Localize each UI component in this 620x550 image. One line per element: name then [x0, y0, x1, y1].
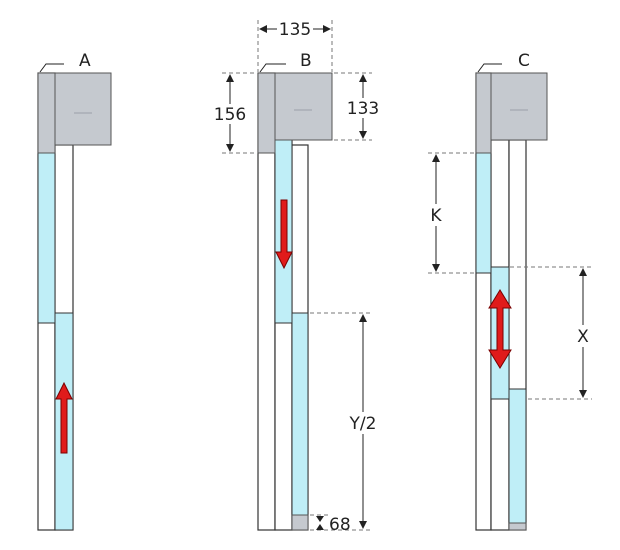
- column-a-casing-strip: [37, 72, 56, 154]
- column-b-casing-strip: [257, 72, 276, 154]
- column-b-leader: [259, 63, 286, 73]
- column-b-casing-head: [274, 72, 333, 141]
- bottom-arrow-down: [316, 516, 324, 522]
- column-c-lower-fill: [508, 388, 527, 524]
- bottom-dimension-label: 68: [329, 515, 351, 535]
- column-b: B 135 156 133 Y/2 68: [211, 20, 384, 535]
- bottom-arrow-up: [316, 524, 324, 530]
- column-b-label: B: [300, 51, 312, 71]
- column-a-casing-head: [54, 72, 112, 146]
- column-b-lower-fill: [291, 312, 309, 516]
- height-left-label-bg: [211, 104, 249, 124]
- double-arrow: [488, 289, 512, 369]
- travel-dimension-label: X: [577, 327, 589, 347]
- up-arrow: [55, 381, 73, 454]
- column-b-bottom-plug: [291, 514, 309, 531]
- column-a-label: A: [79, 51, 91, 71]
- half-travel-label-bg: [342, 412, 384, 434]
- column-a-upper-fill: [37, 152, 56, 324]
- down-arrow: [275, 199, 293, 270]
- column-c-bottom-plug: [508, 522, 527, 531]
- column-c: C K X: [424, 51, 595, 531]
- gap-dimension-label: K: [430, 206, 442, 226]
- width-label-bg: [277, 20, 313, 38]
- travel-label-bg: [571, 325, 595, 347]
- column-c-upper-fill: [475, 152, 492, 274]
- height-right-dimension-label: 133: [347, 99, 379, 119]
- column-a: A: [37, 51, 112, 531]
- half-travel-dimension-label: Y/2: [349, 414, 377, 434]
- width-dimension-label: 135: [279, 20, 311, 40]
- height-left-dimension-label: 156: [214, 105, 246, 125]
- column-c-label: C: [518, 51, 530, 71]
- column-c-leader: [477, 63, 502, 73]
- column-a-leader: [39, 63, 64, 73]
- column-c-casing-strip: [475, 72, 492, 154]
- column-c-casing-head: [490, 72, 548, 141]
- gap-label-bg: [424, 204, 448, 226]
- height-right-label-bg: [344, 98, 382, 118]
